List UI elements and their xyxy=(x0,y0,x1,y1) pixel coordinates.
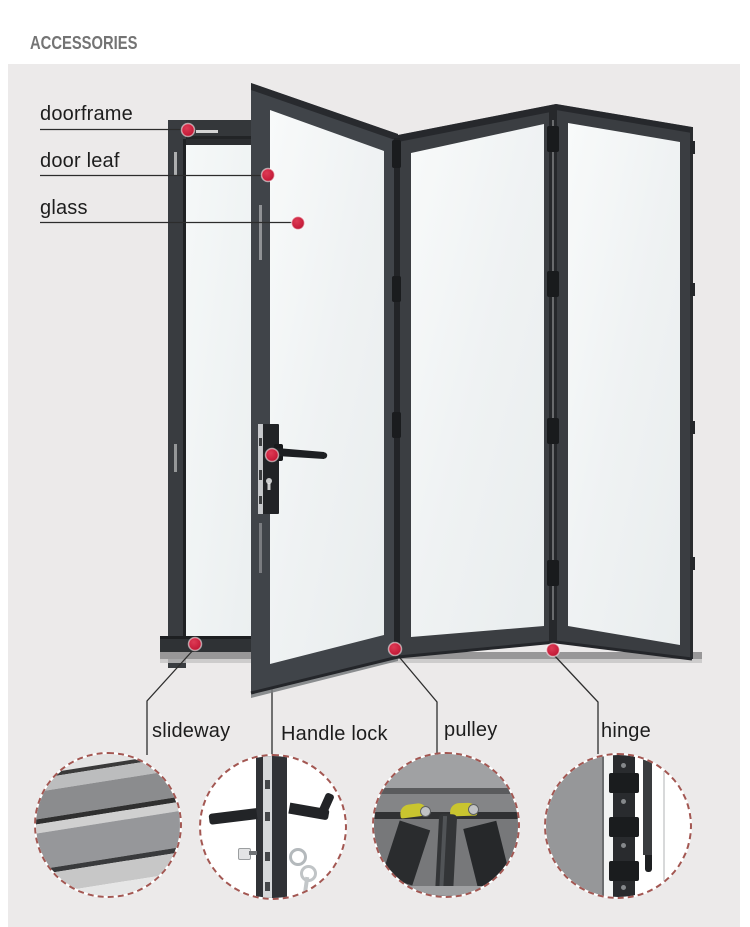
label-door-leaf: door leaf xyxy=(40,150,120,172)
hinge-leaf-bar xyxy=(643,755,652,855)
fold-hinge-strip-graphic xyxy=(547,106,559,642)
track-band xyxy=(374,794,518,812)
label-slideway: slideway xyxy=(152,720,231,742)
door-panel-right-graphic xyxy=(555,104,695,661)
marker-pulley xyxy=(387,641,403,657)
lock-faceplate xyxy=(263,756,272,898)
slideway-detail-photo xyxy=(34,752,182,898)
hinge-hook xyxy=(645,855,652,872)
hinge-screw xyxy=(621,799,626,804)
hinge-knuckle xyxy=(609,773,639,793)
marker-hinge xyxy=(545,642,561,658)
bolt-head xyxy=(468,804,479,815)
hinge-detail-photo xyxy=(544,753,692,899)
page-title: ACCESSORIES xyxy=(30,33,138,53)
faceplate-slot xyxy=(265,812,270,821)
pulley-detail-photo xyxy=(372,752,520,898)
handle-lever-tip xyxy=(318,792,335,815)
marker-door-leaf xyxy=(260,167,276,183)
faceplate-slot xyxy=(265,780,270,789)
label-handle-lock: Handle lock xyxy=(281,723,388,745)
label-hinge: hinge xyxy=(601,720,651,742)
door-profile-slab xyxy=(546,755,604,897)
key-ring xyxy=(289,848,307,866)
knob-stem xyxy=(249,851,257,855)
handle-lock-graphic xyxy=(258,424,328,514)
label-pulley: pulley xyxy=(444,719,498,741)
marker-slideway xyxy=(187,636,203,652)
track-top xyxy=(374,754,518,788)
glass-edge-line xyxy=(663,755,665,897)
hinge-screw xyxy=(621,763,626,768)
bolt-head xyxy=(420,806,431,817)
track-band xyxy=(374,788,518,794)
handle-lever-left xyxy=(208,808,258,825)
label-doorframe: doorframe xyxy=(40,103,133,125)
hinge-knuckle xyxy=(609,817,639,837)
faceplate-slot xyxy=(265,852,270,861)
hinge-screw xyxy=(621,885,626,890)
label-glass: glass xyxy=(40,197,88,219)
part-markers xyxy=(180,122,561,658)
marker-handle-lock xyxy=(264,447,280,463)
marker-doorframe xyxy=(180,122,196,138)
marker-glass xyxy=(290,215,306,231)
door-leaf-open-graphic xyxy=(250,83,401,698)
top-leader-lines xyxy=(40,128,296,224)
handle-lock-detail-photo xyxy=(199,754,347,900)
light-gap xyxy=(604,755,613,897)
slideway-track-profile xyxy=(36,754,180,896)
floor-strip xyxy=(374,886,518,896)
hinge-knuckle xyxy=(609,861,639,881)
hinge-screw xyxy=(621,843,626,848)
faceplate-slot xyxy=(265,882,270,891)
door-panel-middle-graphic xyxy=(397,104,557,659)
